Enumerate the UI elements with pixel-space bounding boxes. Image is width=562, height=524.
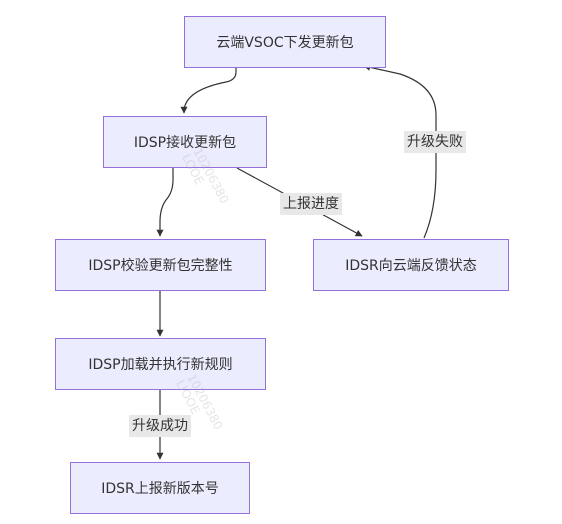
edge-vsoc-to-receive	[180, 68, 237, 114]
node-idsp-verify-integrity: IDSP校验更新包完整性	[55, 239, 266, 291]
node-idsr-feedback-status: IDSR向云端反馈状态	[313, 239, 509, 291]
node-idsp-receive-package: IDSP接收更新包	[103, 116, 267, 168]
node-idsp-load-rules: IDSP加载并执行新规则	[55, 338, 266, 390]
node-cloud-vsoc-send-package: 云端VSOC下发更新包	[184, 16, 386, 68]
edge-label-report-progress: 上报进度	[280, 193, 342, 215]
edge-label-upgrade-success: 升级成功	[129, 415, 191, 437]
edge-receive-to-verify	[156, 168, 174, 237]
node-idsr-report-version: IDSR上报新版本号	[70, 462, 250, 514]
edge-label-upgrade-failed: 升级失败	[404, 131, 466, 153]
